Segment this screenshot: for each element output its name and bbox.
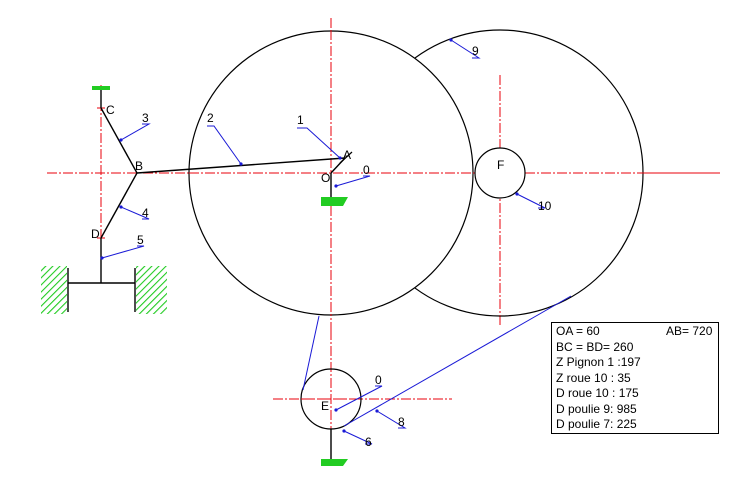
label-point-a: A [343,148,351,162]
label-part-3: 3 [142,111,149,125]
label-point-c: C [106,103,115,117]
belt-8 [302,295,572,427]
label-part-6: 6 [365,435,372,449]
info-bc-bd: BC = BD= 260 [556,339,634,354]
info-d-poulie7: D poulie 7: 225 [556,417,637,431]
dimensions-box: OA = 60 AB= 720 BC = BD= 260 Z Pignon 1 … [551,322,719,434]
ground-e [321,459,348,466]
label-point-o: O [321,171,330,185]
label-point-f: F [497,158,504,172]
label-part-0-top: 0 [363,163,370,177]
info-d-roue: D roue 10 : 175 [556,386,639,400]
label-part-0-bottom: 0 [375,373,382,387]
info-oa: OA = 60 [556,324,600,338]
leader-lines [101,39,546,445]
point-labels: C B D A O F E [91,103,504,413]
label-part-10: 10 [538,199,552,213]
label-part-5: 5 [137,233,144,247]
wall-right [136,266,167,314]
label-point-d: D [91,227,100,241]
ground-c [92,86,110,90]
wheel-10 [474,147,526,199]
label-part-1: 1 [297,113,304,127]
wall-left [41,266,67,314]
rod-bc [100,107,138,174]
info-d-poulie9: D poulie 9: 985 [556,401,637,416]
label-point-b: B [135,159,143,173]
label-part-8: 8 [398,415,405,429]
part-labels: 1 2 3 4 5 0 9 10 0 8 6 [137,44,552,449]
info-z-roue: Z roue 10 : 35 [556,370,631,385]
info-ab: AB= 720 [666,324,713,338]
info-z-pignon: Z Pignon 1 :197 [556,355,641,369]
ground-o [321,197,348,206]
label-part-9: 9 [472,44,479,58]
rod-bd [100,172,138,239]
info-row-oa: OA = 60 AB= 720 [556,324,718,340]
label-part-4: 4 [142,206,149,220]
ground-supports [41,86,348,466]
label-part-2: 2 [207,111,214,125]
label-point-e: E [321,399,329,413]
